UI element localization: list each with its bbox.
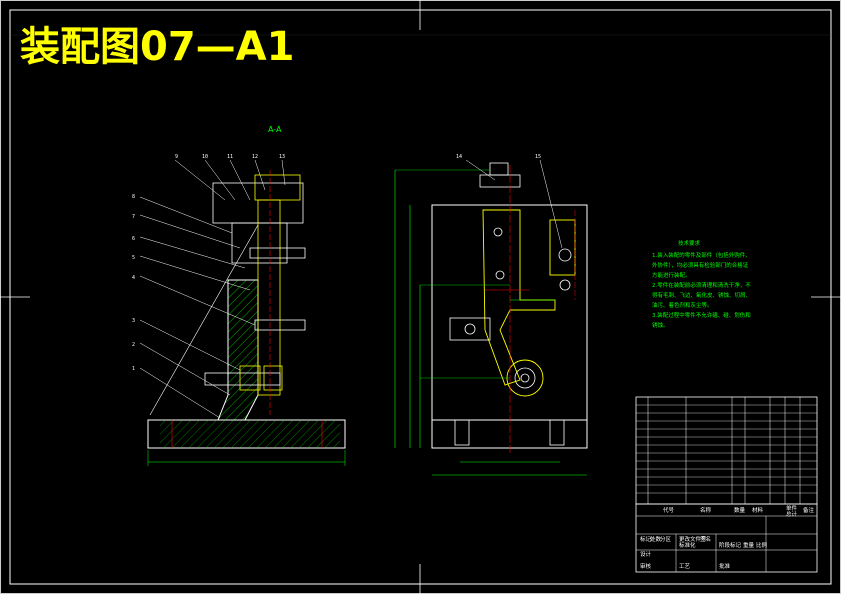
header-remark: 备注 (803, 506, 815, 514)
parts-list (635, 396, 818, 505)
drawing-title: 装配图07—A1 (20, 24, 294, 70)
header-material: 材料 (752, 506, 764, 514)
notes-line-5: 得有毛刺、飞边、氧化皮、锈蚀、切屑、 (652, 291, 751, 299)
designer-label: 设计 (640, 550, 652, 558)
balloon-5: 5 (132, 255, 135, 261)
row-sign: 签名 (700, 535, 711, 543)
balloon-labels-right: 14 15 (456, 154, 541, 160)
notes-heading: 技术要求 (678, 239, 701, 247)
header-total: 总计 (786, 510, 798, 518)
balloon-10: 10 (202, 154, 208, 160)
balloon-3: 3 (132, 318, 135, 324)
header-unit: 单件 (786, 504, 798, 512)
header-qty: 数量 (734, 506, 746, 514)
notes-line-8: 锈蚀。 (652, 321, 669, 329)
notes-line-4: 2.零件在装配前必须清理和清洗干净，不 (652, 281, 751, 289)
balloon-13: 13 (279, 154, 285, 160)
row-mark: 标记 (640, 535, 652, 543)
notes-line-7: 3.装配过程中零件不允许磕、碰、划伤和 (652, 311, 751, 319)
row-zone: 分区 (660, 535, 672, 543)
approve-label: 批准 (719, 562, 731, 570)
header-code: 代号 (663, 506, 675, 514)
balloon-12: 12 (252, 154, 258, 160)
section-label: A-A (268, 125, 282, 134)
balloon-14: 14 (456, 154, 462, 160)
review-label: 审核 (640, 562, 652, 570)
balloon-1: 1 (132, 366, 135, 372)
title-block: 代号 名称 数量 材料 单件 总计 备注 标记 处数 分区 更改文件号 签名 设… (635, 503, 818, 573)
weight-label: 重量 (743, 541, 755, 549)
row-count: 处数 (650, 535, 662, 543)
technical-notes: 技术要求 1.装入装配的零件及部件（包括外购件、 外协件），均必须具有检验部门的… (652, 239, 751, 329)
notes-line-2: 外协件），均必须具有检验部门的合格证 (652, 261, 749, 269)
notes-line-6: 油污、着色剂和灰尘等。 (652, 301, 713, 309)
row-change-doc: 更改文件号 (679, 535, 707, 543)
balloon-labels-top: 9 10 11 12 13 (175, 154, 285, 160)
balloon-7: 7 (132, 214, 135, 220)
balloon-2: 2 (132, 342, 135, 348)
stage-label: 阶段标记 (719, 541, 742, 549)
right-front-view (394, 159, 588, 476)
standard-label: 标准化 (679, 541, 696, 549)
process-label: 工艺 (679, 563, 691, 570)
header-name: 名称 (700, 506, 712, 514)
balloon-15: 15 (535, 154, 541, 160)
balloon-8: 8 (132, 194, 135, 200)
balloon-4: 4 (132, 275, 135, 281)
balloon-11: 11 (227, 154, 233, 160)
balloon-9: 9 (175, 154, 178, 160)
left-section-view (139, 159, 346, 466)
scale-label: 比例 (756, 541, 768, 549)
balloon-6: 6 (132, 236, 135, 242)
notes-line-3: 方能进行装配。 (652, 271, 691, 279)
balloon-labels-left: 8 7 6 5 4 3 2 1 (132, 194, 135, 372)
notes-line-1: 1.装入装配的零件及部件（包括外购件、 (652, 251, 751, 259)
